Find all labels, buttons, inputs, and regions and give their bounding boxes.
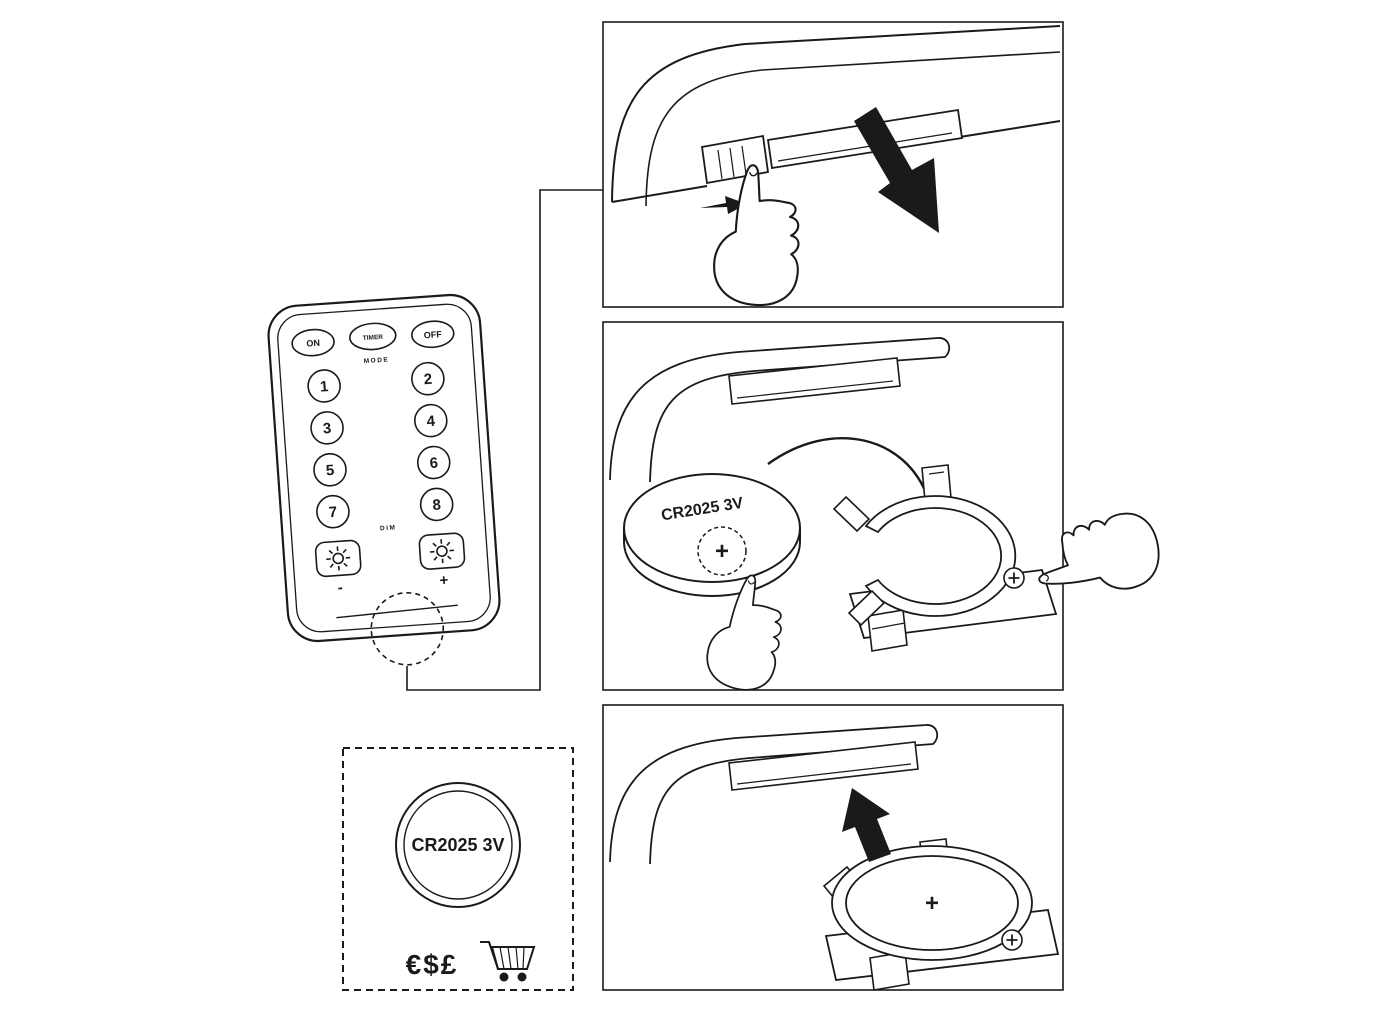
battery-inner-ring xyxy=(403,790,513,900)
remote-button-timer: TIMER xyxy=(349,322,397,351)
remote-button-2: 2 xyxy=(411,361,445,396)
battery-tray-assembly: + xyxy=(822,838,1060,991)
rotate-insert-arrow xyxy=(767,437,930,499)
cart-wheel xyxy=(517,972,527,982)
holder-clip-arm-bottom xyxy=(847,589,886,627)
step-panel-remove-tray xyxy=(602,21,1064,310)
battery-top xyxy=(623,473,801,583)
battery-top xyxy=(845,855,1019,951)
cart-wheel xyxy=(499,972,509,982)
remote-button-dim-down xyxy=(314,539,362,578)
press-arrow xyxy=(700,196,747,214)
step-panel-insert-battery: CR2025 3V + xyxy=(602,321,1167,698)
holder-connector xyxy=(867,609,908,652)
phillips-screw-icon xyxy=(1001,929,1023,951)
pull-out-arrow xyxy=(854,107,939,233)
button-label: ON xyxy=(306,338,320,349)
battery-model-label: CR2025 3V xyxy=(411,835,504,855)
svg-text:4: 4 xyxy=(426,413,436,431)
currency-symbols: €$£ xyxy=(406,949,459,980)
tray-tab-ridges xyxy=(717,145,747,180)
shopping-cart-icon xyxy=(480,941,536,982)
remote-button-off: OFF xyxy=(411,320,455,349)
device-corner-band xyxy=(609,724,939,865)
cart-basket xyxy=(490,946,536,970)
svg-text:8: 8 xyxy=(432,496,442,514)
cart-basket-hatch xyxy=(499,946,525,970)
callout-line xyxy=(406,189,604,691)
device-corner-inner-edge xyxy=(645,51,1061,207)
button-shape xyxy=(411,320,455,349)
battery-tray-strip-line xyxy=(777,132,953,162)
remote-button-1: 1 xyxy=(307,369,341,403)
holder-connector-line xyxy=(871,622,906,630)
tray-slot-line xyxy=(736,763,912,785)
remote-button-6: 6 xyxy=(416,445,451,480)
svg-text:2: 2 xyxy=(423,371,433,389)
remote-button-7: 7 xyxy=(316,494,350,529)
tray-slot-line xyxy=(736,380,894,399)
svg-text:1: 1 xyxy=(319,378,329,396)
polarity-highlight xyxy=(697,526,747,576)
remote-button-5: 5 xyxy=(313,452,347,487)
battery-side xyxy=(623,528,801,597)
remote-body xyxy=(267,293,501,643)
device-corner-band xyxy=(609,337,951,483)
button-shape xyxy=(349,322,397,351)
push-in-arrow xyxy=(842,788,891,862)
step-panel-close-tray: + xyxy=(602,704,1064,991)
device-front-edge-left xyxy=(611,185,708,203)
remote-button-on: ON xyxy=(291,328,335,357)
battery-tray-seam xyxy=(336,604,458,619)
phillips-screw-icon xyxy=(1003,567,1025,589)
remote-face-outline xyxy=(277,303,491,633)
device-corner-outer-edge xyxy=(611,25,1061,203)
battery-polarity-plus: + xyxy=(925,890,939,917)
remote-button-3: 3 xyxy=(310,411,344,445)
remote-button-8: 8 xyxy=(419,487,454,522)
battery-outer-ring xyxy=(395,782,521,908)
battery-holder xyxy=(832,464,1058,652)
svg-text:7: 7 xyxy=(328,504,338,522)
battery-compartment-highlight xyxy=(370,591,445,666)
holder-tab-line xyxy=(928,471,945,475)
battery-purchase-note: CR2025 3V €$£ xyxy=(342,747,574,991)
holder-clip-arm-top xyxy=(832,495,871,533)
tray-slot xyxy=(728,357,901,405)
button-shape xyxy=(291,328,335,357)
battery-polarity-plus: + xyxy=(715,538,729,565)
svg-text:5: 5 xyxy=(325,462,335,480)
button-label: TIMER xyxy=(363,334,384,342)
panel-border xyxy=(602,21,1064,308)
battery-cr2025: CR2025 3V + xyxy=(623,473,801,597)
holder-cavity xyxy=(869,508,1001,604)
button-label: OFF xyxy=(423,329,442,340)
battery-cr2025-front: CR2025 3V xyxy=(395,782,521,908)
dim-label: DIM xyxy=(380,524,397,532)
remote-control-illustration: ON TIMER OFF MODE 1 2 3 4 5 xyxy=(267,293,501,666)
svg-text:3: 3 xyxy=(322,420,332,438)
svg-text:6: 6 xyxy=(429,455,439,473)
holder-ring xyxy=(864,495,1017,617)
tray-slot xyxy=(728,741,919,791)
plus-label: + xyxy=(439,572,449,590)
remote-button-dim-up xyxy=(418,532,466,570)
mode-label: MODE xyxy=(364,356,390,365)
remote-button-4: 4 xyxy=(414,403,448,438)
minus-label: - xyxy=(337,579,343,596)
